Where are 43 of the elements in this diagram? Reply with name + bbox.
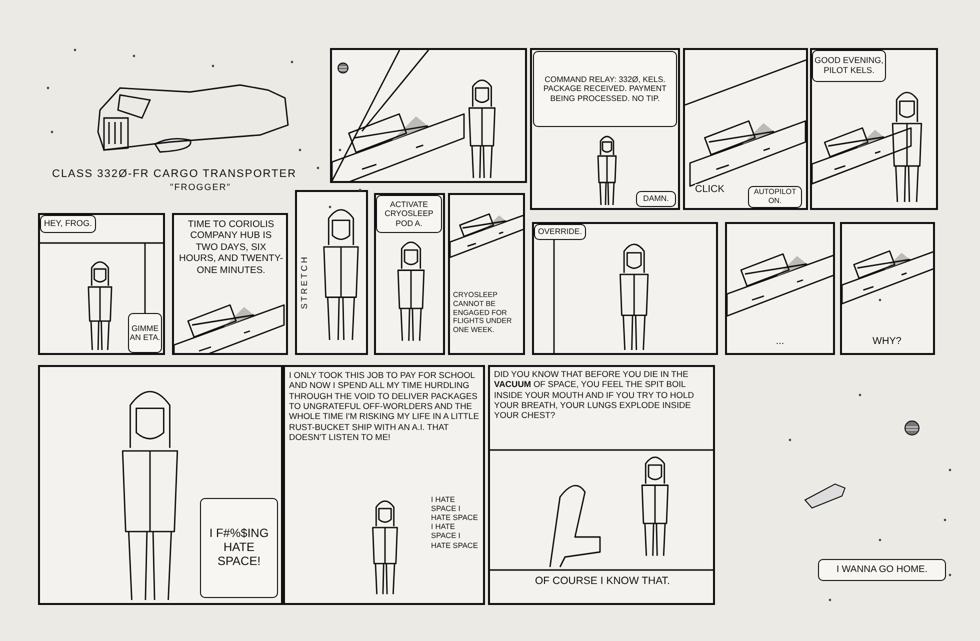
comic-panel	[448, 193, 525, 355]
dialogue-text: DAMN.	[643, 194, 669, 204]
comic-panel	[488, 365, 715, 605]
sound-effect-text: STRETCH	[298, 254, 310, 312]
dialogue-text: ACTIVATE CRYOSLEEP POD A.	[384, 200, 434, 228]
caption-text: OF COURSE I KNOW THAT.	[534, 575, 671, 588]
comic-panel	[374, 193, 445, 355]
comic-panel	[810, 48, 938, 210]
dialogue-text: WHY?	[872, 336, 902, 348]
speech-balloon	[636, 191, 676, 207]
speech-balloon	[812, 50, 886, 82]
comic-panel	[295, 190, 368, 355]
dialogue-text: I WANNA GO HOME.	[836, 564, 928, 576]
comic-panel	[172, 213, 288, 355]
dialogue-text: ...	[774, 336, 786, 348]
speech-balloon	[128, 313, 162, 353]
monologue-text: I ONLY TOOK THIS JOB TO PAY FOR SCHOOL AND NOW I SPEND ALL MY TIME HURDLING THROUGH THE VOID TO DELIVER PACKAGES TO UNGRATEFUL OFF-WORLDERS AND THE WHOLE TIME I'M RISKING MY LIFE IN A LITTLE RUST-BUCKET SHIP WITH AN A.I. THAT DOESN'T LISTEN TO ME!	[289, 370, 480, 442]
caption-text: CLASS 332Ø-FR CARGO TRANSPORTER	[52, 168, 297, 180]
speech-balloon	[200, 498, 278, 598]
comic-panel	[283, 365, 485, 605]
comic-panel	[38, 213, 165, 355]
speech-balloon	[533, 51, 677, 127]
dialogue-text: OVERRIDE.	[538, 227, 582, 237]
speech-balloon	[748, 186, 802, 208]
comic-panel	[330, 48, 527, 183]
comic-panel	[683, 48, 808, 210]
speech-balloon	[376, 195, 442, 233]
dialogue-text: GIMME AN ETA.	[129, 324, 161, 342]
caption-text: TIME TO CORIOLIS COMPANY HUB IS TWO DAYS, SIX HOURS, AND TWENTY-ONE MINUTES.	[178, 219, 284, 276]
comic-panel	[840, 222, 935, 355]
speech-balloon	[40, 215, 96, 233]
speech-balloon	[534, 224, 586, 240]
speech-balloon	[818, 559, 946, 581]
dialogue-text: GOOD EVENING, PILOT KELS.	[814, 56, 884, 76]
comic-panel	[725, 222, 835, 355]
comic-panel	[530, 48, 680, 210]
caption-text: "FROGGER"	[170, 182, 231, 192]
dialogue-text: HEY, FROG.	[44, 219, 92, 229]
comic-panel	[38, 365, 283, 605]
dialogue-text: I F#%$ING HATE SPACE!	[208, 527, 270, 569]
dialogue-text: COMMAND RELAY: 332Ø, KELS. PACKAGE RECEIVED. PAYMENT BEING PROCESSED. NO TIP.	[542, 75, 668, 103]
caption-text: DID YOU KNOW THAT BEFORE YOU DIE IN THE VACUUM OF SPACE, YOU FEEL THE SPIT BOIL INSIDE YOUR MOUTH AND IF YOU TRY TO HOLD YOUR BREATH, YOUR LUNGS EXPLODE INSIDE YOUR CHEST?	[494, 369, 695, 421]
comic-panel	[532, 222, 718, 355]
